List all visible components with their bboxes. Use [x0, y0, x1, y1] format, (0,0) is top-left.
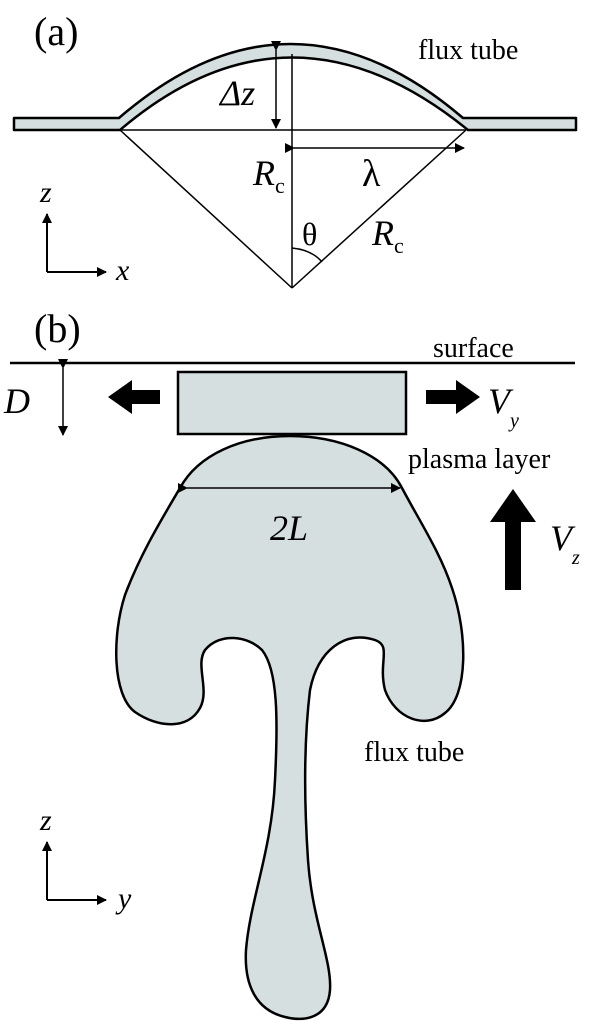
- radius-left-line: [119, 129, 293, 289]
- plasma-block: [176, 370, 408, 436]
- panel-a-flux-tube-shape: [12, 42, 578, 132]
- surface-label: surface: [433, 333, 514, 364]
- panel-a-z-label: z: [39, 176, 52, 209]
- rc-left-label: Rc: [252, 153, 285, 198]
- left-velocity-arrow: [108, 380, 160, 414]
- rc-right-label: Rc: [371, 213, 404, 258]
- panel-b-z-label: z: [39, 804, 52, 837]
- theta-arc: [291, 247, 323, 263]
- panel-a: (a) flux tube Δz Rc λ θ Rc z x: [12, 9, 578, 289]
- plasma-layer-label: plasma layer: [408, 444, 551, 475]
- panel-b-label: (b): [34, 306, 81, 351]
- panel-a-label: (a): [34, 9, 78, 54]
- right-velocity-arrow: [426, 380, 480, 414]
- panel-a-flux-tube-label: flux tube: [418, 35, 518, 66]
- vy-label: Vy: [488, 381, 519, 432]
- panel-b: (b) surface D Vy plasma layer Vz 2L flux…: [3, 306, 580, 1021]
- vz-label: Vz: [550, 518, 580, 569]
- panel-a-x-label: x: [115, 254, 130, 287]
- panel-b-flux-tube-label: flux tube: [364, 737, 464, 768]
- theta-label: θ: [302, 216, 317, 252]
- panel-b-y-label: y: [115, 882, 132, 915]
- lambda-label: λ: [362, 153, 381, 195]
- upward-velocity-arrow: [490, 489, 536, 590]
- panel-b-flux-tube-shape: [114, 434, 465, 1021]
- depth-label: D: [3, 381, 30, 421]
- delta-z-label: Δz: [218, 73, 255, 113]
- width-label: 2L: [270, 508, 308, 548]
